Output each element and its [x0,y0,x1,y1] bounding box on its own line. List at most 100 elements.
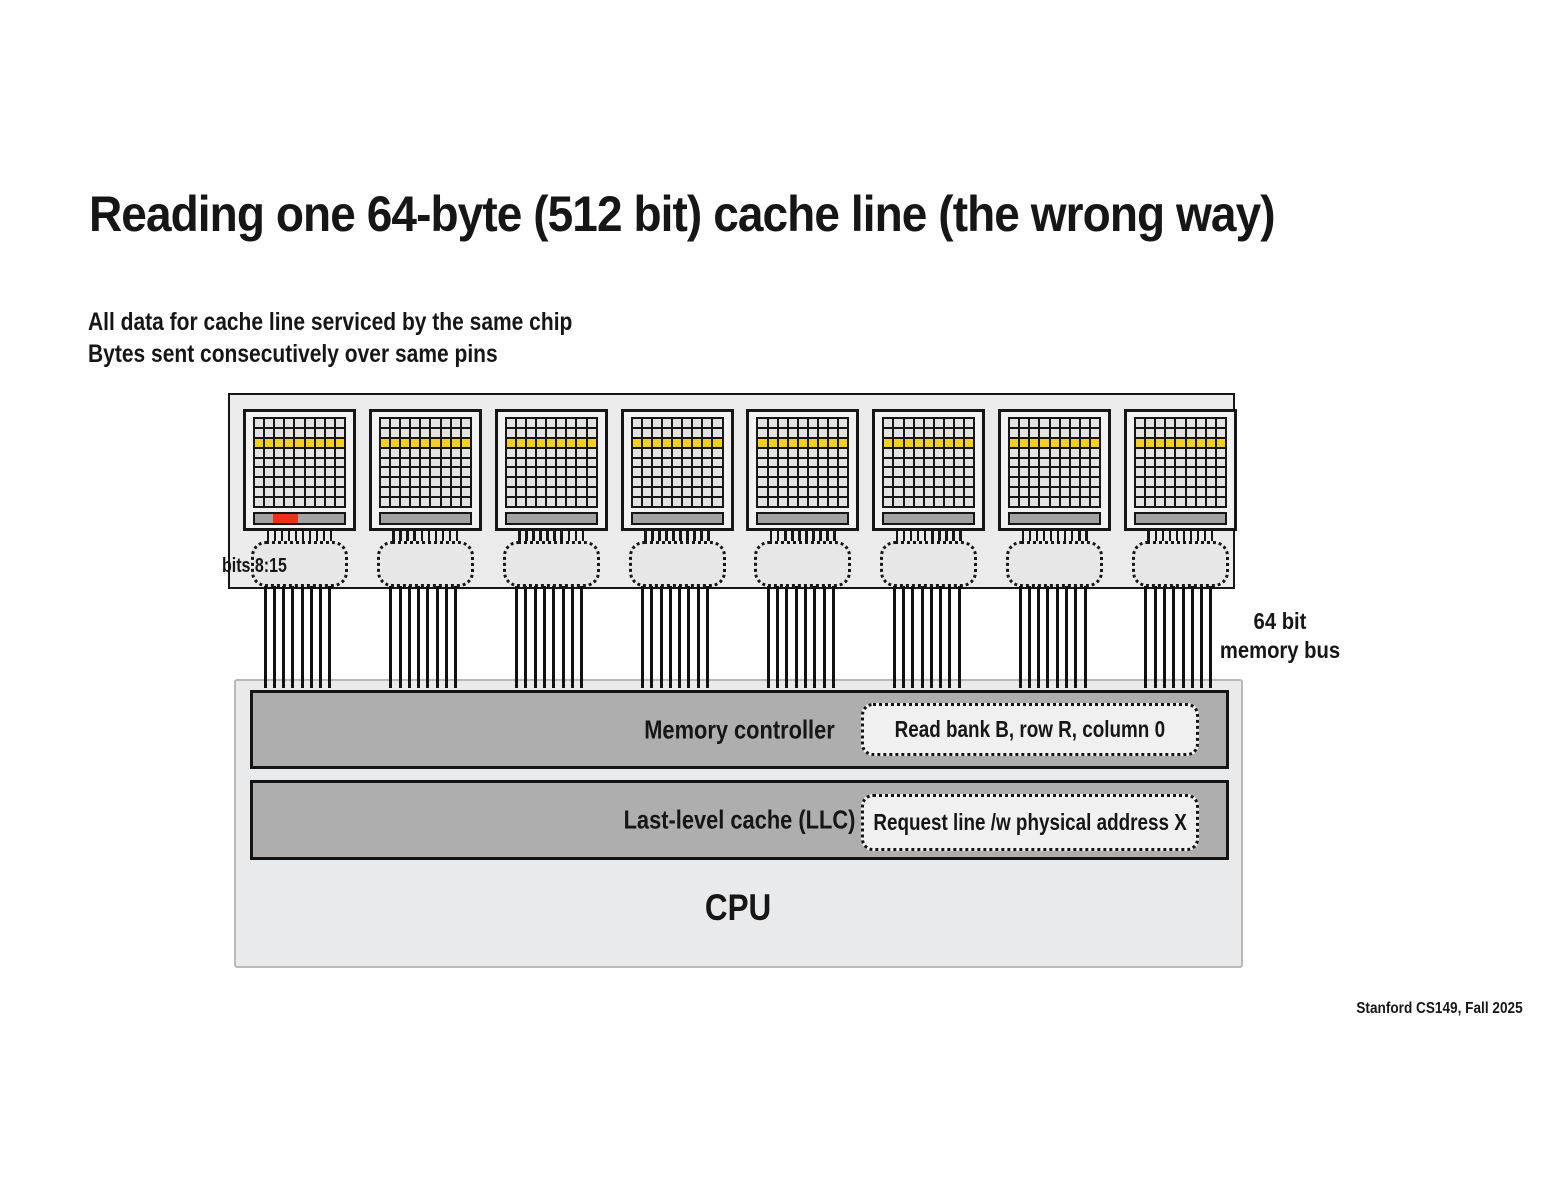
grid-cell [924,478,933,487]
grid-cell [451,478,460,487]
active-row-cell [819,438,828,447]
grid-cell [1146,498,1155,506]
grid-cell [642,488,651,497]
grid-cell [1020,428,1029,437]
grid-cell [924,458,933,467]
grid-cell [451,498,460,506]
grid-cell [557,498,566,506]
grid-cell [411,498,420,506]
bus-wire [398,586,402,688]
bus-wire [1046,586,1050,688]
grid-cell [461,458,470,467]
bus-wire [804,586,808,688]
grid-cell [451,448,460,457]
active-row-cell [839,438,848,447]
grid-cell [1070,458,1079,467]
grid-cell [275,488,284,497]
grid-cell [401,468,410,477]
pin [329,531,333,541]
grid-cell [265,419,274,427]
grid-cell [965,498,974,506]
bus-label-line-2: memory bus [1219,637,1341,663]
grid-cell [461,419,470,427]
pin [826,531,829,541]
grid-cell [275,458,284,467]
grid-cell [526,478,536,487]
dram-chip [1123,409,1237,587]
grid-cell [894,478,903,487]
grid-cell [1156,468,1165,477]
grid-cell [567,419,576,427]
grid-cell [693,478,702,487]
pin [923,531,927,541]
grid-cell [642,478,651,487]
bus-wire [300,586,304,688]
grid-cell [662,468,671,477]
grid-cell [441,428,450,437]
pin [1154,531,1158,541]
bus-wire [543,586,547,688]
grid-cell [683,448,692,457]
grid-cell [1156,478,1165,487]
grid-cell [788,478,797,487]
grid-cell [577,478,586,487]
grid-cell [390,419,400,427]
grid-cell [587,428,596,437]
grid-cell [315,458,324,467]
active-row-cell [642,438,651,447]
grid-cell [1060,458,1069,467]
pin [287,531,291,541]
grid-cell [1020,448,1029,457]
dram-cell-grid [882,417,976,508]
grid-cell [1146,428,1155,437]
grid-cell [380,428,389,437]
grid-cell [934,488,943,497]
grid-cell [1196,488,1205,497]
grid-cell [914,498,923,506]
grid-cell [295,448,304,457]
dram-chip-package [494,409,608,531]
pin [1063,531,1067,541]
grid-cell [325,478,334,487]
grid-cell [537,448,546,457]
grid-cell [914,478,923,487]
bus-wire [957,586,961,688]
cpu-box: Memory controller Read bank B, row R, co… [234,679,1243,968]
grid-cell [1030,488,1039,497]
active-row-cell [808,438,818,447]
grid-cell [673,498,682,506]
grid-cell [1070,498,1079,506]
active-row-cell [325,438,334,447]
bus-wire [291,586,295,688]
grid-cell [934,428,943,437]
grid-cell [713,419,722,427]
grid-cell [1196,419,1205,427]
grid-cell [914,419,923,427]
grid-cell [1216,448,1225,457]
bus-wire [319,586,323,688]
grid-cell [547,428,556,437]
pin-interface-box [502,541,600,587]
bus-wire [552,586,556,688]
dram-chip [243,409,356,587]
active-row-cell [335,438,344,447]
bus-wire [668,586,672,688]
grid-cell [1146,458,1155,467]
grid-cell [1030,428,1039,437]
dram-chip-package [998,409,1112,531]
grid-cell [642,468,651,477]
grid-cell [255,419,264,427]
grid-cell [1176,488,1185,497]
grid-cell [788,468,797,477]
active-row-cell [265,438,274,447]
grid-cell [768,488,777,497]
active-row-cell [632,438,641,447]
grid-cell [839,478,848,487]
grid-cell [325,428,334,437]
grid-cell [275,498,284,506]
grid-cell [305,488,314,497]
pin [672,531,675,541]
grid-cell [1146,488,1155,497]
pin [665,531,668,541]
pin [938,531,941,541]
